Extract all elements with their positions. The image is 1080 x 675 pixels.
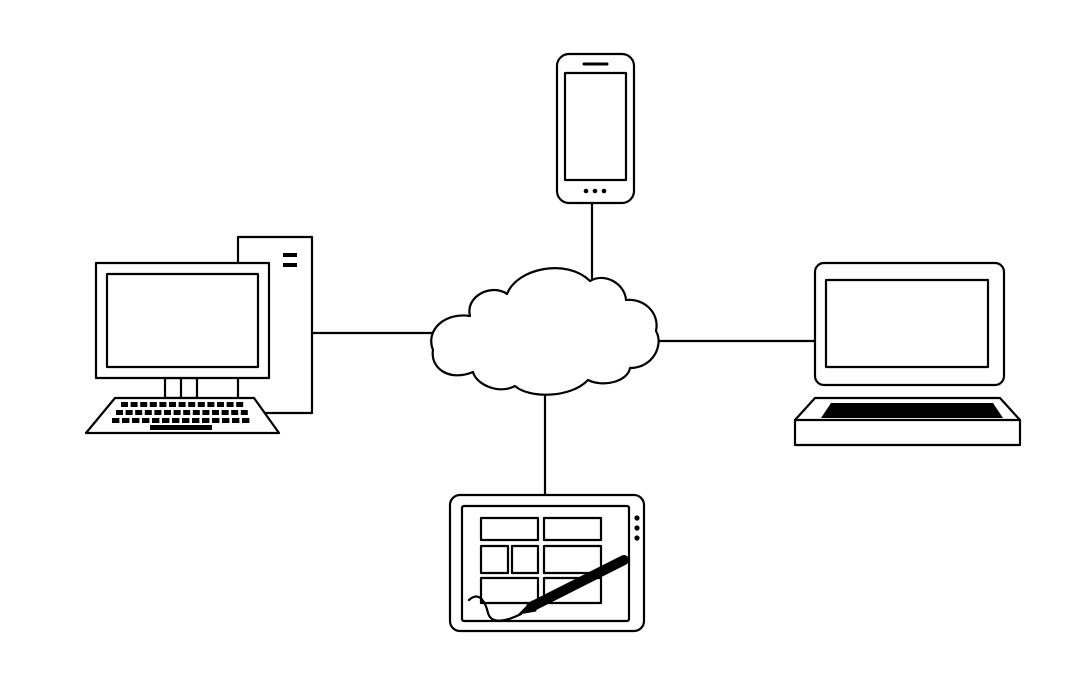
keyboard-key xyxy=(231,410,239,415)
keyboard-key xyxy=(212,418,220,423)
keyboard-key xyxy=(192,410,200,415)
tablet-tiles xyxy=(479,516,603,605)
keyboard-key xyxy=(125,410,133,415)
keyboard-spacebar xyxy=(150,425,212,430)
connections xyxy=(310,201,817,497)
keyboard-key xyxy=(142,418,150,423)
desktop-computer-icon xyxy=(84,235,314,435)
keyboard-key xyxy=(182,418,190,423)
stylus xyxy=(518,555,629,615)
keyboard-key xyxy=(173,410,181,415)
laptop-icon xyxy=(793,261,1022,447)
keyboard-key xyxy=(116,410,123,415)
keyboard-key xyxy=(183,410,191,415)
keyboard-key xyxy=(162,418,170,423)
keyboard-key xyxy=(232,418,240,423)
keyboard-key xyxy=(121,402,128,407)
keyboard-key xyxy=(135,410,143,415)
keyboard-key xyxy=(202,418,210,423)
keyboard-key xyxy=(202,410,210,415)
keyboard-key xyxy=(217,402,224,407)
keyboard-key xyxy=(178,402,186,407)
keyboard-key xyxy=(221,410,229,415)
keyboard-key xyxy=(242,418,250,423)
keyboard-key xyxy=(112,418,120,423)
keyboard-key xyxy=(164,410,171,415)
keyboard-key xyxy=(159,402,167,407)
keyboard-key xyxy=(169,402,176,407)
keyboard-key xyxy=(122,418,130,423)
keyboard-key xyxy=(236,402,244,407)
keyboard-key xyxy=(149,402,157,407)
keyboard-key xyxy=(192,418,200,423)
keyboard-key xyxy=(197,402,205,407)
keyboard-key xyxy=(226,402,234,407)
smartphone-icon xyxy=(555,52,636,205)
keyboard-keys xyxy=(112,402,250,430)
keyboard-key xyxy=(172,418,180,423)
keyboard-key xyxy=(152,418,160,423)
tablet-with-stylus-icon xyxy=(448,493,646,633)
laptop-keyboard xyxy=(821,403,1003,418)
keyboard-key xyxy=(140,402,148,407)
keyboard-key xyxy=(188,402,196,407)
keyboard-key xyxy=(154,410,162,415)
keyboard-key xyxy=(130,402,138,407)
cloud-icon xyxy=(430,267,660,396)
keyboard-key xyxy=(132,418,140,423)
keyboard-key xyxy=(212,410,219,415)
keyboard-key xyxy=(207,402,215,407)
keyboard-key xyxy=(222,418,230,423)
keyboard-key xyxy=(144,410,152,415)
keyboard-key xyxy=(240,410,248,415)
